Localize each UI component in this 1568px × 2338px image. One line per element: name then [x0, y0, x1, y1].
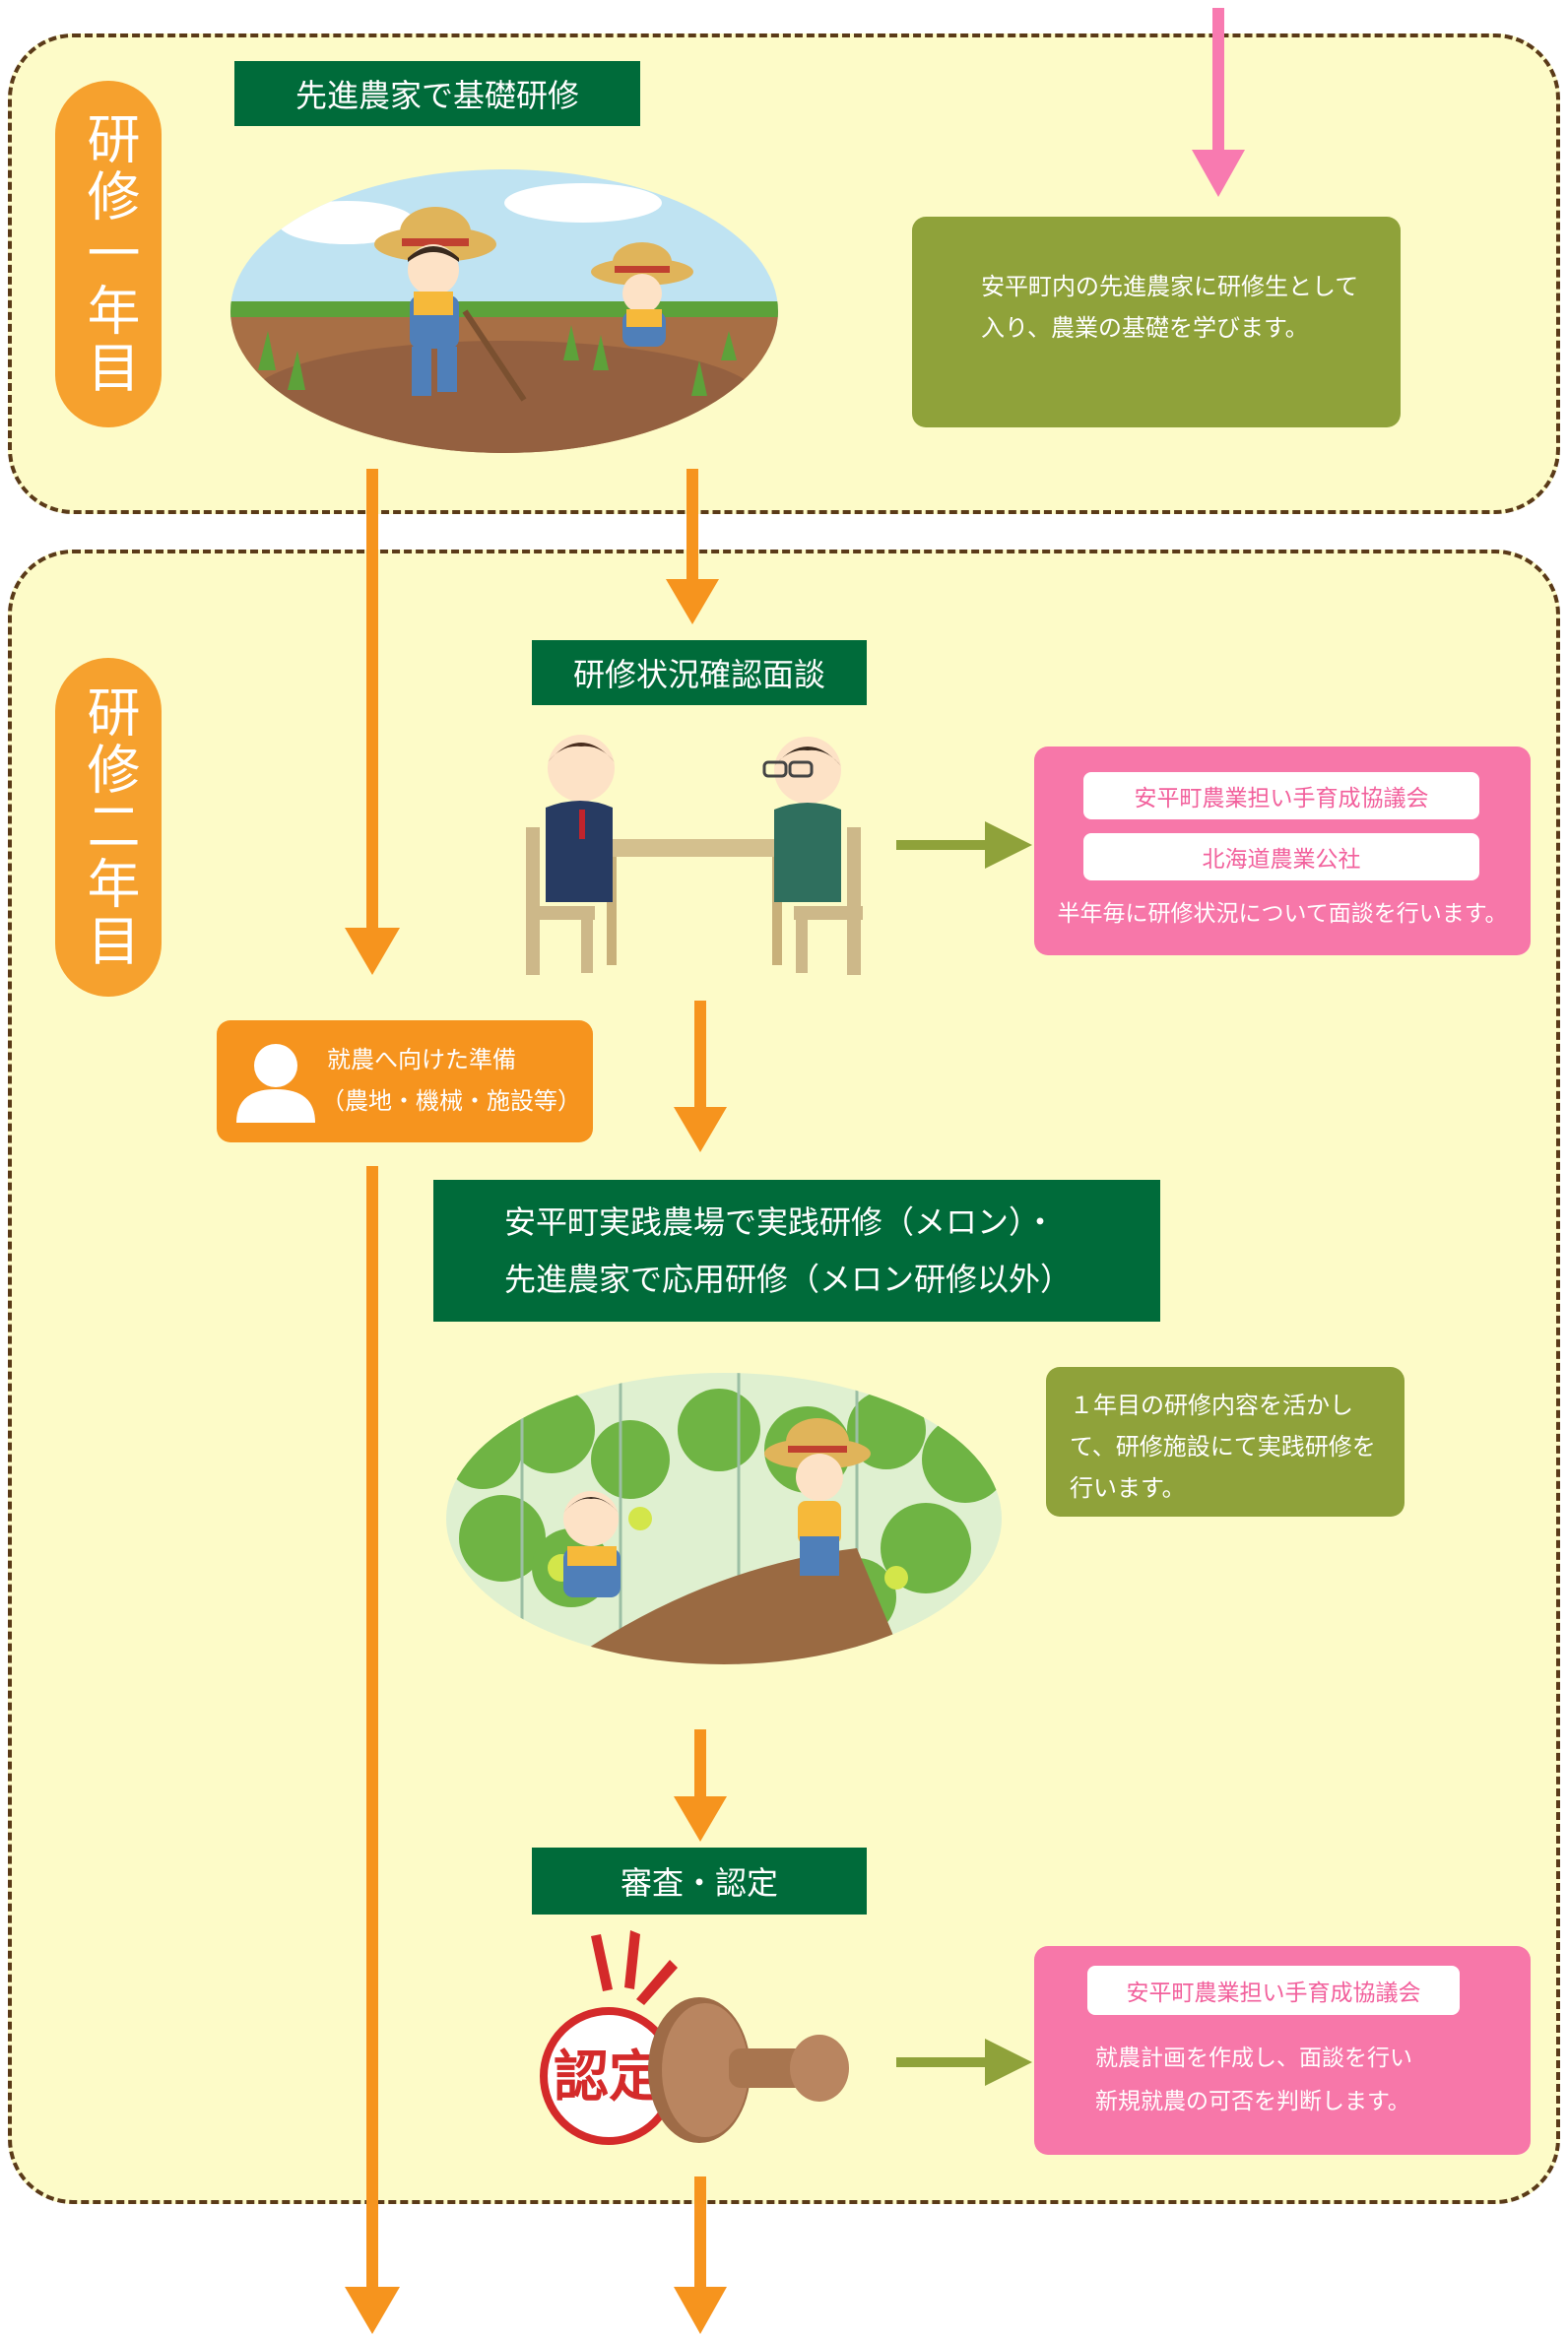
farmer-2 — [591, 242, 693, 347]
person-icon — [236, 1044, 315, 1123]
greenhouse-illustration — [446, 1373, 1002, 1664]
year1-description-line2: 入り、農業の基礎を学びます。 — [981, 314, 1309, 342]
review-org: 安平町農業担い手育成協議会 — [1087, 1966, 1460, 2015]
left-flow-arrow — [345, 469, 400, 2334]
farmer-1 — [374, 207, 527, 402]
practice-description: １年目の研修内容を活かし て、研修施設にて実践研修を 行います。 — [1046, 1367, 1405, 1517]
center-flow-arrows — [666, 469, 727, 2334]
approval-stamp-illustration: 認定 — [540, 1930, 849, 2145]
year1-description: 安平町内の先進農家に研修生として 入り、農業の基礎を学びます。 — [912, 217, 1401, 427]
review-note: 就農計画を作成し、面談を行い 新規就農の可否を判断します。 — [1095, 2037, 1412, 2123]
interview-info-box: 安平町農業担い手育成協議会 北海道農業公社 半年毎に研修状況について面談を行いま… — [1034, 747, 1531, 955]
practice-header-line1: 安平町実践農場で実践研修（メロン）・ — [504, 1203, 1057, 1241]
practice-description-line2: て、研修施設にて実践研修を — [1070, 1433, 1376, 1461]
practice-description-line3: 行います。 — [1070, 1474, 1186, 1502]
practice-header-line2: 先進農家で応用研修（メロン研修以外） — [504, 1261, 1073, 1298]
preparation-line1: 就農へ向けた準備 — [327, 1046, 516, 1073]
practice-header: 安平町実践農場で実践研修（メロン）・ 先進農家で応用研修（メロン研修以外） — [433, 1180, 1160, 1322]
review-note-line1: 就農計画を作成し、面談を行い — [1095, 2046, 1412, 2071]
year1-label: 研修一年目 — [55, 81, 162, 427]
review-header: 審査・認定 — [532, 1848, 867, 1915]
farmer-boy — [563, 1491, 621, 1597]
year1-header: 先進農家で基礎研修 — [234, 61, 640, 126]
preparation-line2: （農地・機械・施設等） — [321, 1087, 581, 1115]
right-arrows — [896, 821, 1032, 2086]
year2-label: 研修二年目 — [55, 658, 162, 997]
interview-org2: 北海道農業公社 — [1083, 833, 1479, 880]
year1-description-line1: 安平町内の先進農家に研修生として — [981, 273, 1359, 300]
interview-header: 研修状況確認面談 — [532, 640, 867, 705]
interview-org1: 安平町農業担い手育成協議会 — [1083, 772, 1479, 819]
interview-illustration — [526, 735, 863, 975]
preparation-box: 就農へ向けた準備 （農地・機械・施設等） — [217, 1020, 593, 1142]
stamp-text: 認定 — [554, 2045, 664, 2110]
farmer-girl — [764, 1418, 871, 1576]
review-info-box: 安平町農業担い手育成協議会 就農計画を作成し、面談を行い 新規就農の可否を判断し… — [1034, 1946, 1531, 2155]
incoming-arrow — [1192, 8, 1245, 197]
review-note-line2: 新規就農の可否を判断します。 — [1095, 2089, 1410, 2114]
farming-illustration — [230, 169, 778, 453]
practice-description-line1: １年目の研修内容を活かし — [1070, 1392, 1353, 1419]
interview-note: 半年毎に研修状況について面談を行います。 — [1057, 901, 1508, 927]
